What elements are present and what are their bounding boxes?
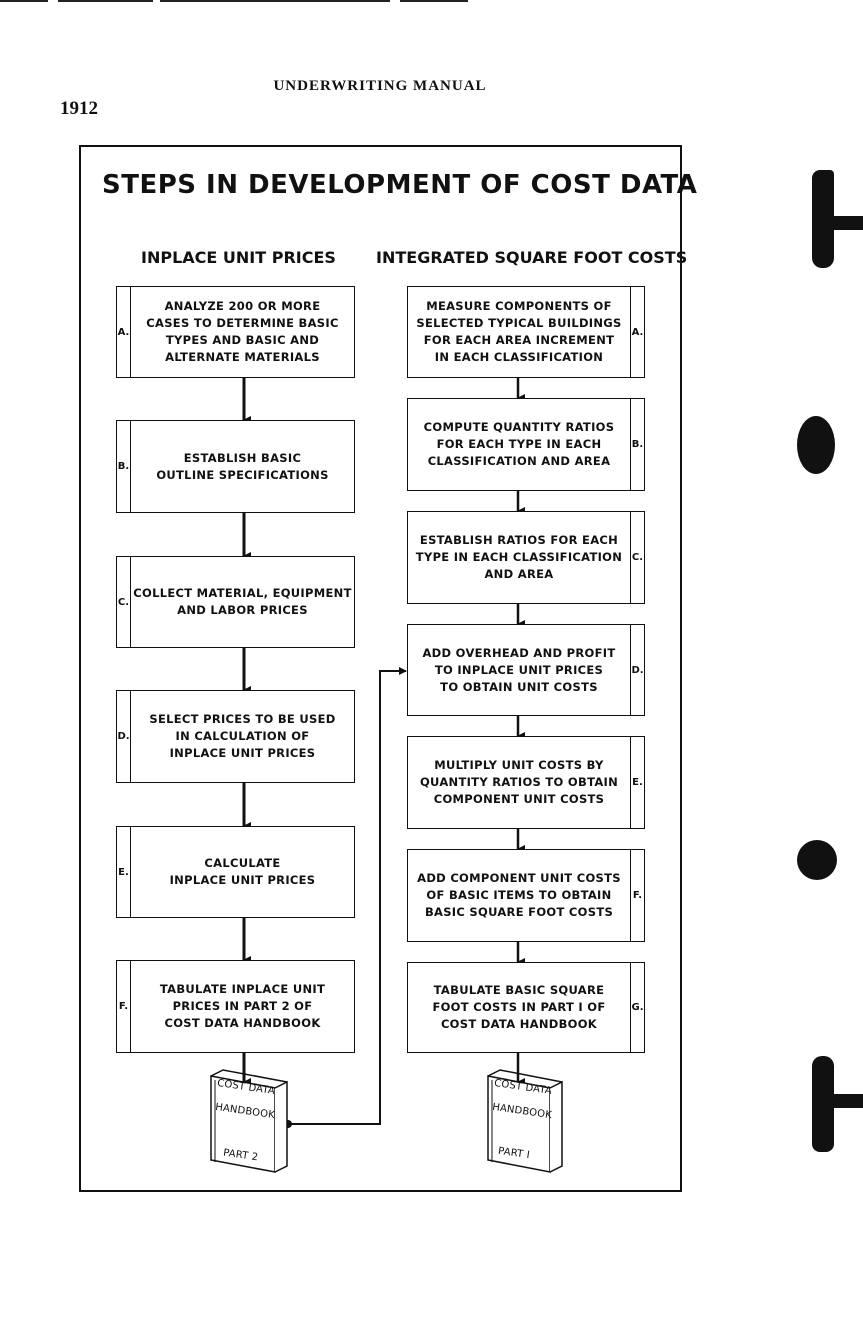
step-letter: D. — [117, 691, 131, 782]
step-text: COLLECT MATERIAL, EQUIPMENT AND LABOR PR… — [133, 586, 352, 617]
right-step-c: C. ESTABLISH RATIOS FOR EACH TYPE IN EAC… — [407, 511, 645, 604]
step-text: ADD COMPONENT UNIT COSTS OF BASIC ITEMS … — [417, 871, 621, 919]
right-step-e: E. MULTIPLY UNIT COSTS BY QUANTITY RATIO… — [407, 736, 645, 829]
step-letter: A. — [117, 287, 131, 377]
step-letter: A. — [630, 287, 644, 377]
step-text: COMPUTE QUANTITY RATIOS FOR EACH TYPE IN… — [423, 420, 615, 468]
step-letter: G. — [630, 963, 644, 1052]
step-text: ANALYZE 200 OR MORE CASES TO DETERMINE B… — [146, 299, 339, 364]
top-rule — [160, 0, 390, 2]
step-letter: F. — [630, 850, 644, 941]
right-step-g: G. TABULATE BASIC SQUARE FOOT COSTS IN P… — [407, 962, 645, 1053]
page-number: 1912 — [60, 98, 98, 119]
step-text: TABULATE INPLACE UNIT PRICES IN PART 2 O… — [159, 982, 326, 1030]
right-step-f: F. ADD COMPONENT UNIT COSTS OF BASIC ITE… — [407, 849, 645, 942]
right-column-title: INTEGRATED SQUARE FOOT COSTS — [376, 248, 688, 267]
top-rule — [58, 0, 153, 2]
step-letter: F. — [117, 961, 131, 1052]
left-column-title: INPLACE UNIT PRICES — [141, 248, 336, 267]
step-text: MEASURE COMPONENTS OF SELECTED TYPICAL B… — [416, 299, 622, 364]
left-step-f: F. TABULATE INPLACE UNIT PRICES IN PART … — [116, 960, 355, 1053]
binder-hole — [797, 416, 835, 474]
step-text: CALCULATE INPLACE UNIT PRICES — [169, 856, 316, 887]
left-step-e: E. CALCULATE INPLACE UNIT PRICES — [116, 826, 355, 918]
step-text: ESTABLISH RATIOS FOR EACH TYPE IN EACH C… — [415, 533, 623, 581]
step-letter: E. — [117, 827, 131, 917]
step-text: MULTIPLY UNIT COSTS BY QUANTITY RATIOS T… — [419, 758, 619, 806]
step-letter: C. — [630, 512, 644, 603]
left-step-d: D. SELECT PRICES TO BE USED IN CALCULATI… — [116, 690, 355, 783]
step-letter: B. — [117, 421, 131, 512]
left-step-c: C. COLLECT MATERIAL, EQUIPMENT AND LABOR… — [116, 556, 355, 648]
top-rule — [0, 0, 48, 2]
step-text: TABULATE BASIC SQUARE FOOT COSTS IN PART… — [432, 983, 606, 1031]
handbook-part2-icon: COST DATA HANDBOOK PART 2 — [205, 1068, 295, 1176]
right-step-b: B. COMPUTE QUANTITY RATIOS FOR EACH TYPE… — [407, 398, 645, 491]
left-step-b: B. ESTABLISH BASIC OUTLINE SPECIFICATION… — [116, 420, 355, 513]
right-step-a: A. MEASURE COMPONENTS OF SELECTED TYPICA… — [407, 286, 645, 378]
diagram-frame — [79, 145, 682, 1192]
step-letter: B. — [630, 399, 644, 490]
binder-hole — [797, 840, 837, 880]
step-text: ADD OVERHEAD AND PROFIT TO INPLACE UNIT … — [422, 645, 616, 694]
step-text: SELECT PRICES TO BE USED IN CALCULATION … — [149, 712, 336, 760]
right-step-d: D. ADD OVERHEAD AND PROFIT TO INPLACE UN… — [407, 624, 645, 716]
step-letter: C. — [117, 557, 131, 647]
left-step-a: A. ANALYZE 200 OR MORE CASES TO DETERMIN… — [116, 286, 355, 378]
step-text: ESTABLISH BASIC OUTLINE SPECIFICATIONS — [156, 450, 329, 482]
step-letter: E. — [630, 737, 644, 828]
step-letter: D. — [630, 625, 644, 715]
diagram-title: STEPS IN DEVELOPMENT OF COST DATA — [102, 170, 698, 200]
page-header: UNDERWRITING MANUAL — [273, 78, 487, 94]
top-rule — [400, 0, 468, 2]
handbook-part1-icon: COST DATA HANDBOOK PART I — [482, 1068, 572, 1176]
